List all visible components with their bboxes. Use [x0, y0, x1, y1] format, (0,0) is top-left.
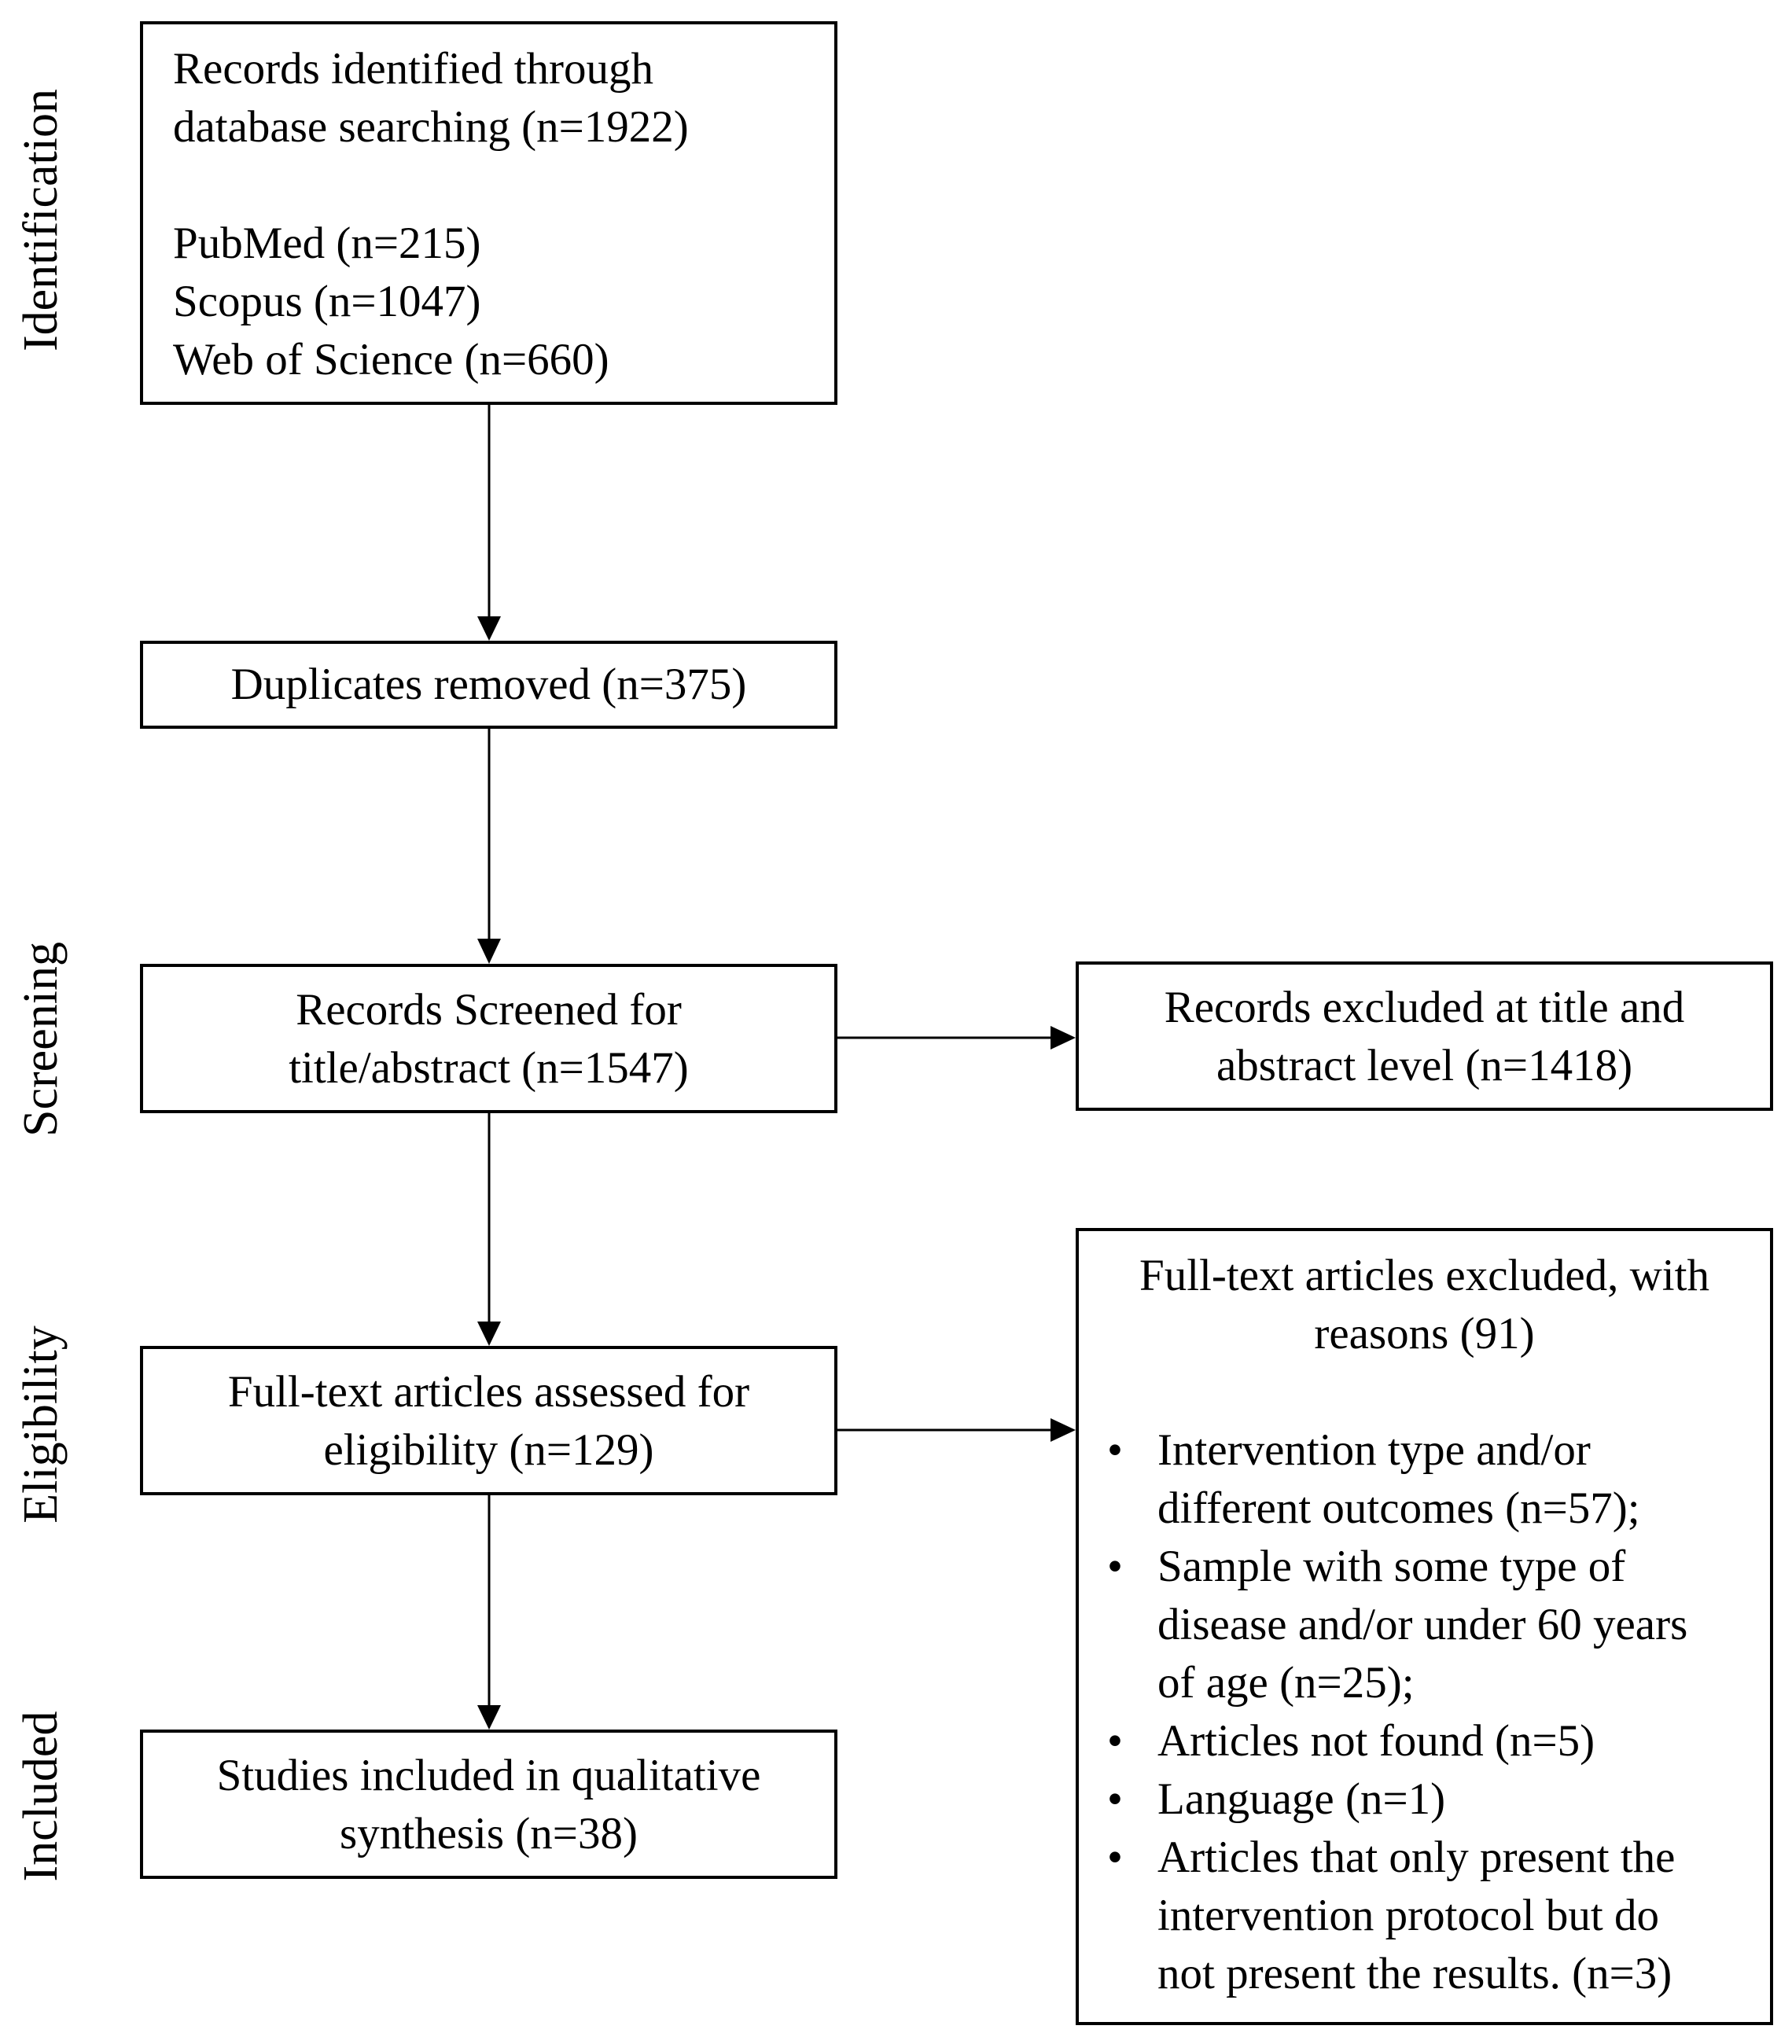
- records-identified-box: Records identified through database sear…: [140, 21, 837, 405]
- source-web-of-science: Web of Science (n=660): [173, 335, 609, 384]
- fulltext-excluded-line1: Full-text articles excluded, with: [1139, 1251, 1709, 1300]
- arrow-identified-to-duplicates: [477, 405, 501, 641]
- bullet-icon: •: [1107, 1833, 1123, 1882]
- arrow-screened-to-excluded: [836, 1026, 1076, 1050]
- reason-5-line2: intervention protocol but do: [1157, 1891, 1659, 1940]
- fulltext-excluded-line2: reasons (91): [1314, 1309, 1535, 1358]
- records-identified-line1: Records identified through: [173, 44, 654, 94]
- arrow-assessed-to-included: [477, 1494, 501, 1730]
- records-excluded-box: Records excluded at title and abstract l…: [1076, 961, 1773, 1111]
- records-screened-line1: Records Screened for: [296, 985, 682, 1035]
- bullet-icon: •: [1107, 1774, 1123, 1824]
- fulltext-assessed-box: Full-text articles assessed for eligibil…: [140, 1346, 837, 1495]
- records-screened-box: Records Screened for title/abstract (n=1…: [140, 964, 837, 1113]
- studies-included-line2: synthesis (n=38): [340, 1809, 638, 1858]
- duplicates-removed-box: Duplicates removed (n=375): [140, 641, 837, 729]
- fulltext-excluded-box: Full-text articles excluded, with reason…: [1076, 1228, 1773, 2025]
- exclusion-reason-item: • Articles that only present the interve…: [1079, 1829, 1770, 2003]
- reason-5-line1: Articles that only present the: [1157, 1833, 1676, 1882]
- records-excluded-line1: Records excluded at title and: [1164, 983, 1685, 1032]
- records-screened-line2: title/abstract (n=1547): [289, 1043, 689, 1093]
- source-pubmed: PubMed (n=215): [173, 219, 481, 268]
- reason-5-line3: not present the results. (n=3): [1157, 1949, 1672, 1998]
- reason-1-line1: Intervention type and/or: [1157, 1425, 1591, 1475]
- exclusion-reasons-list: • Intervention type and/or different out…: [1079, 1421, 1770, 2003]
- reason-3-line1: Articles not found (n=5): [1157, 1716, 1595, 1766]
- studies-included-box: Studies included in qualitative synthesi…: [140, 1730, 837, 1879]
- reason-1-line2: different outcomes (n=57);: [1157, 1483, 1640, 1533]
- reason-2-line1: Sample with some type of: [1157, 1542, 1626, 1591]
- source-scopus: Scopus (n=1047): [173, 277, 481, 326]
- records-excluded-line2: abstract level (n=1418): [1216, 1041, 1633, 1090]
- reason-2-line2: disease and/or under 60 years: [1157, 1600, 1688, 1649]
- arrow-screened-to-assessed: [477, 1112, 501, 1346]
- bullet-icon: •: [1107, 1425, 1123, 1475]
- exclusion-reason-item: • Intervention type and/or different out…: [1079, 1421, 1770, 1538]
- exclusion-reason-item: • Articles not found (n=5): [1079, 1712, 1770, 1770]
- duplicates-removed-text: Duplicates removed (n=375): [230, 660, 747, 709]
- exclusion-reason-item: • Sample with some type of disease and/o…: [1079, 1538, 1770, 1712]
- arrow-duplicates-to-screened: [477, 727, 501, 964]
- fulltext-assessed-line2: eligibility (n=129): [323, 1425, 654, 1475]
- bullet-icon: •: [1107, 1716, 1123, 1766]
- reason-4-line1: Language (n=1): [1157, 1774, 1446, 1824]
- records-identified-line2: database searching (n=1922): [173, 102, 689, 152]
- bullet-icon: •: [1107, 1542, 1123, 1591]
- exclusion-reason-item: • Language (n=1): [1079, 1770, 1770, 1829]
- fulltext-assessed-line1: Full-text articles assessed for: [227, 1367, 750, 1417]
- reason-2-line3: of age (n=25);: [1157, 1658, 1415, 1708]
- studies-included-line1: Studies included in qualitative: [216, 1751, 761, 1800]
- arrow-assessed-to-fulltext-excluded: [836, 1418, 1076, 1442]
